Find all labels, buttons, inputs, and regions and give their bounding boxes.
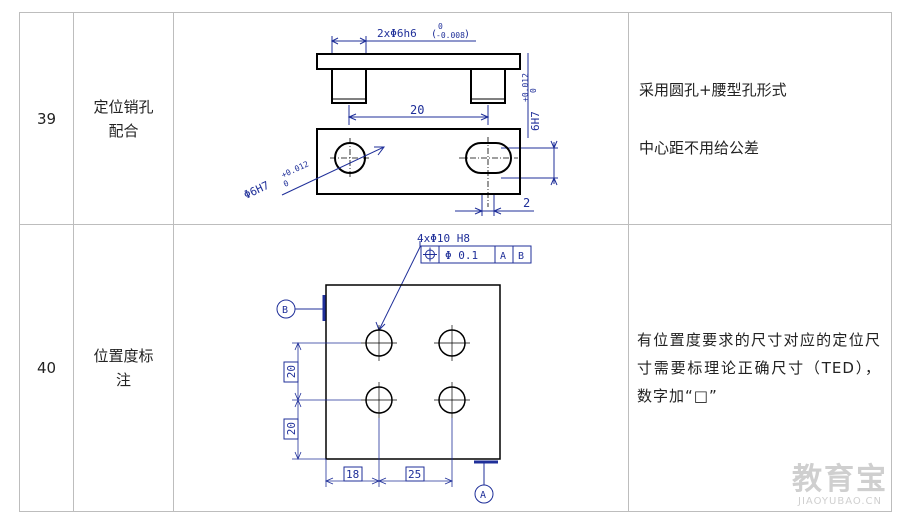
top-tol-upper: 0	[438, 22, 443, 31]
right-dim-text: 6H7	[529, 111, 542, 131]
v-dim-2: 20	[285, 422, 298, 435]
hole-callout-text: 4xΦ10 H8	[417, 232, 470, 245]
row-title-line2: 注	[115, 371, 131, 389]
spec-table: 39 定位销孔配合	[19, 12, 892, 512]
top-tol-lower: -0.008	[436, 31, 465, 40]
table-row: 39 定位销孔配合	[19, 12, 892, 225]
fcf-tolerance: Φ 0.1	[445, 249, 478, 262]
drawing-cell: 4xΦ10 H8 Φ 0.1 A B	[173, 224, 629, 512]
right-tol-upper: +0.012	[521, 73, 530, 102]
left-dim-text: Φ6H7	[242, 179, 272, 202]
pin-hole-drawing: 2xΦ6h6 ( 0 -0.008 ) 20	[242, 22, 558, 216]
description-cell: 采用圆孔+腰型孔形式 中心距不用给公差	[628, 12, 892, 225]
right-pin	[470, 68, 506, 104]
center-dist-text: 20	[410, 103, 424, 117]
description-cell: 有位置度要求的尺寸对应的定位尺寸需要标理论正确尺寸（TED），数字加“□”	[628, 224, 892, 512]
watermark-logo: 教育宝 JIAOYUBAO.CN	[792, 462, 888, 508]
v-dim-1: 20	[285, 365, 298, 378]
row-title-line1: 位置度标	[93, 347, 154, 365]
h-dim-2: 25	[408, 468, 421, 481]
top-dim-text: 2xΦ6h6	[377, 27, 417, 40]
top-plate	[316, 53, 521, 70]
svg-text:(: (	[431, 29, 437, 40]
left-tol-lower: 0	[282, 179, 290, 189]
row-title-line2: 配合	[108, 121, 139, 140]
fcf-datum-a: A	[500, 251, 506, 262]
feature-control-frame	[420, 245, 532, 264]
fcf-datum-b: B	[518, 251, 524, 262]
part-outline	[325, 284, 501, 460]
table-row: 40 位置度标注 4xΦ10 H8 Φ 0.1 A B	[19, 224, 892, 512]
row-title-line1: 定位销孔	[93, 97, 154, 116]
slot-width-text: 2	[523, 196, 530, 210]
datum-a-label: A	[480, 490, 486, 501]
drawing-cell: 2xΦ6h6 ( 0 -0.008 ) 20	[173, 12, 629, 225]
bottom-block	[316, 128, 521, 195]
right-tol-lower: 0	[529, 88, 538, 93]
datum-b-label: B	[282, 305, 288, 316]
desc-line-2: 中心距不用给公差	[639, 138, 760, 157]
watermark-cn: 教育宝	[792, 462, 888, 497]
row-number: 39	[19, 12, 74, 225]
row-title: 位置度标注	[73, 224, 174, 512]
left-pin	[331, 68, 367, 104]
datum-b-symbol	[276, 295, 326, 321]
desc-text: 有位置度要求的尺寸对应的定位尺寸需要标理论正确尺寸（TED），数字加“□”	[637, 331, 881, 405]
datum-a-symbol	[474, 460, 498, 504]
watermark-en: JIAOYUBAO.CN	[798, 496, 882, 507]
row-number: 40	[19, 224, 74, 512]
h-dim-1: 18	[346, 468, 359, 481]
position-drawing: 4xΦ10 H8 Φ 0.1 A B	[276, 232, 532, 504]
svg-text:): )	[464, 29, 470, 40]
row-title: 定位销孔配合	[73, 12, 174, 225]
desc-line-1: 采用圆孔+腰型孔形式	[639, 80, 787, 99]
left-tol-upper: +0.012	[280, 159, 310, 179]
